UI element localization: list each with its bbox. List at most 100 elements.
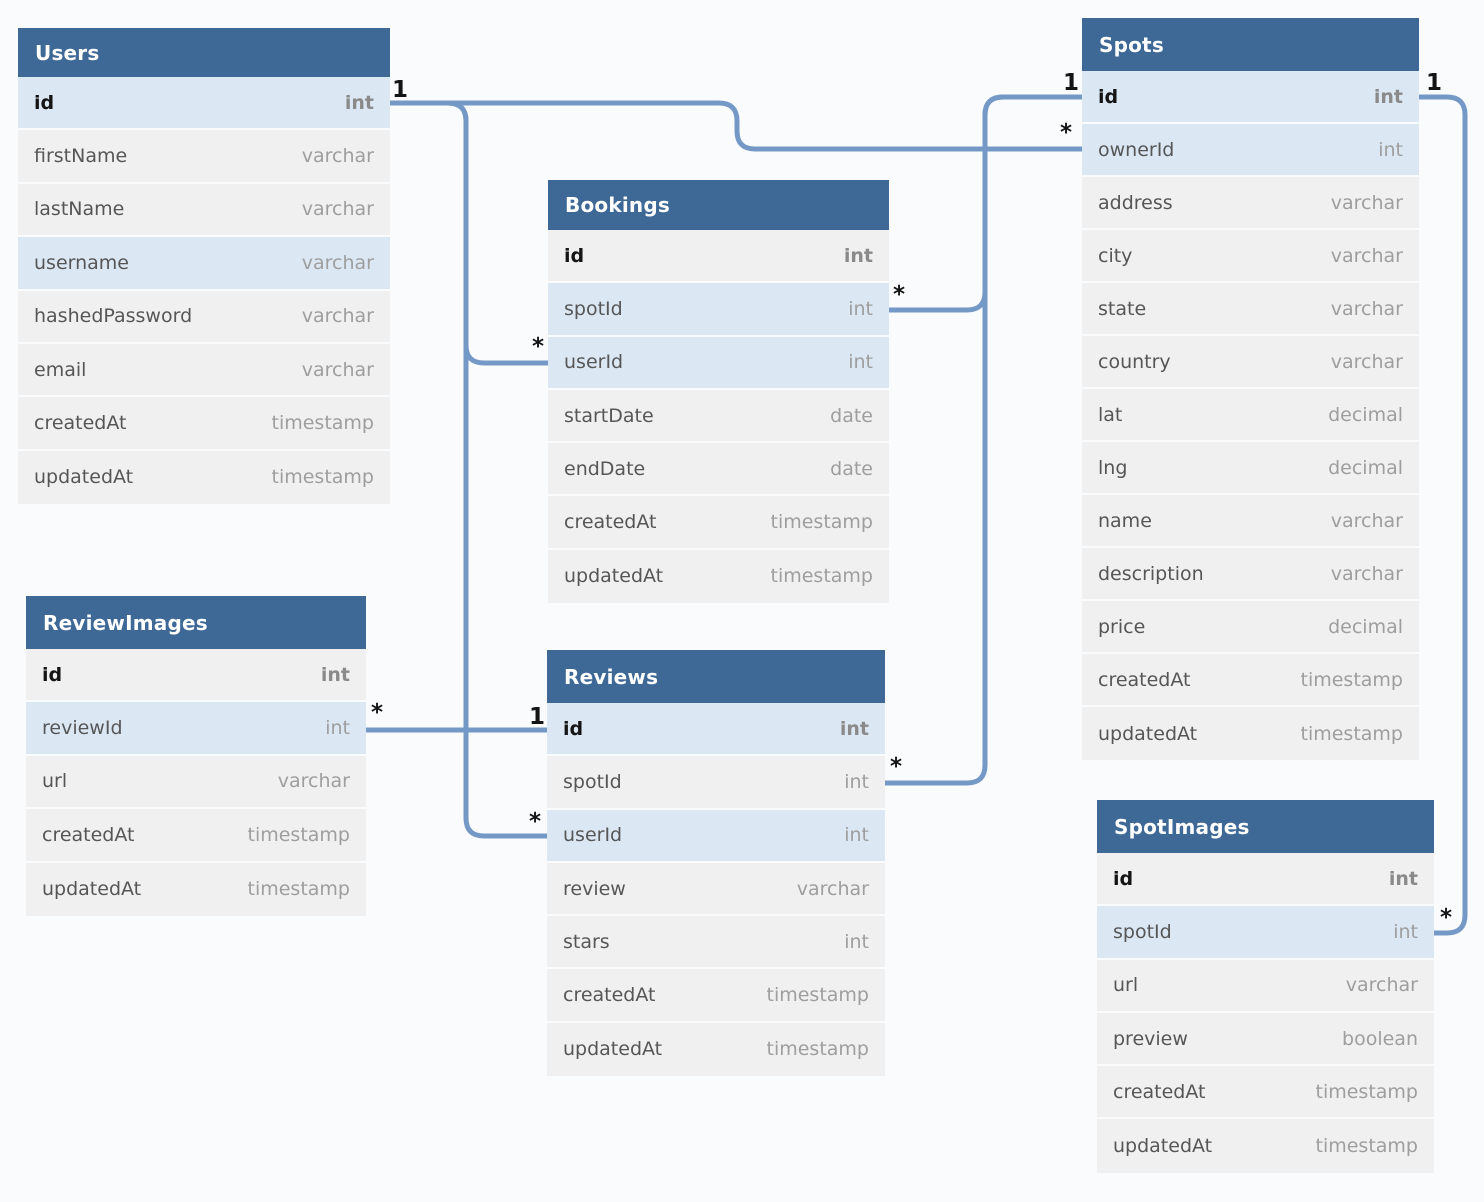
column-type: timestamp xyxy=(770,511,874,534)
cardinality-label-one: 1 xyxy=(1426,70,1443,96)
column-type: int xyxy=(1388,867,1418,890)
column-type: timestamp xyxy=(247,823,351,846)
table-title-reviewimages: ReviewImages xyxy=(26,596,366,649)
column-row-reviewimages-createdat: createdAt timestamp xyxy=(26,809,366,863)
column-type: timestamp xyxy=(1315,1080,1419,1103)
column-type: int xyxy=(844,770,869,793)
column-type: int xyxy=(320,663,350,686)
column-name: updatedAt xyxy=(34,466,134,489)
column-type: decimal xyxy=(1328,456,1403,479)
column-name: id xyxy=(564,244,585,267)
relationship-line-users-id-to-reviews-userid[interactable] xyxy=(390,100,547,839)
column-type: varchar xyxy=(1330,562,1403,585)
column-name: firstName xyxy=(34,145,128,168)
column-name: lng xyxy=(1098,456,1128,479)
column-type: varchar xyxy=(301,305,374,328)
column-row-spotimages-createdat: createdAt timestamp xyxy=(1097,1066,1434,1120)
column-type: timestamp xyxy=(1315,1135,1419,1158)
column-name: spotId xyxy=(1113,920,1172,943)
table-title-spots: Spots xyxy=(1082,18,1419,71)
column-type: int xyxy=(344,91,374,114)
column-type: varchar xyxy=(301,251,374,274)
relationship-line-users-id-to-bookings-userid[interactable] xyxy=(390,100,548,366)
column-type: varchar xyxy=(796,877,869,900)
cardinality-label-one: 1 xyxy=(1063,70,1080,96)
column-name: hashedPassword xyxy=(34,305,193,328)
relationship-line-reviews-spotid-to-spots-id[interactable] xyxy=(885,94,1082,786)
column-name: startDate xyxy=(564,404,654,427)
column-row-spots-updatedat: updatedAt timestamp xyxy=(1082,707,1419,760)
column-row-spots-ownerid: ownerId int xyxy=(1082,124,1419,177)
column-row-spotimages-id: id int xyxy=(1097,853,1434,907)
column-type: timestamp xyxy=(766,1038,870,1061)
relationship-line-spots-id-to-spotimages-spotid[interactable] xyxy=(1419,94,1468,936)
table-title-users: Users xyxy=(18,28,390,77)
column-name: spotId xyxy=(563,770,622,793)
column-name: createdAt xyxy=(42,823,135,846)
column-type: int xyxy=(848,351,873,374)
column-name: state xyxy=(1098,297,1147,320)
relationship-line-users-id-to-spots-ownerid[interactable] xyxy=(390,100,1082,152)
table-title-bookings: Bookings xyxy=(548,180,889,230)
column-row-users-lastname: lastName varchar xyxy=(18,183,390,238)
column-type: timestamp xyxy=(766,984,870,1007)
column-name: id xyxy=(1113,867,1134,890)
cardinality-label-many: * xyxy=(1060,120,1073,146)
column-name: updatedAt xyxy=(1098,722,1198,745)
column-type: decimal xyxy=(1328,403,1403,426)
column-name: updatedAt xyxy=(42,878,142,901)
column-type: int xyxy=(1378,138,1403,161)
cardinality-label-one: 1 xyxy=(392,77,409,103)
column-name: updatedAt xyxy=(1113,1135,1213,1158)
column-type: timestamp xyxy=(271,412,375,435)
column-name: city xyxy=(1098,244,1133,267)
column-type: date xyxy=(830,404,873,427)
column-name: createdAt xyxy=(1113,1080,1206,1103)
column-type: varchar xyxy=(301,358,374,381)
column-type: varchar xyxy=(301,198,374,221)
column-type: int xyxy=(839,717,869,740)
column-row-users-hashedpassword: hashedPassword varchar xyxy=(18,290,390,344)
column-type: varchar xyxy=(1330,244,1403,267)
cardinality-label-many: * xyxy=(532,334,545,360)
column-name: id xyxy=(563,717,584,740)
column-type: int xyxy=(844,930,869,953)
column-name: preview xyxy=(1113,1027,1188,1050)
column-type: varchar xyxy=(1330,509,1403,532)
column-name: country xyxy=(1098,350,1171,373)
column-name: ownerId xyxy=(1098,138,1175,161)
column-name: lastName xyxy=(34,198,125,221)
column-name: url xyxy=(42,770,68,793)
column-row-bookings-startdate: startDate date xyxy=(548,389,889,444)
column-row-spots-description: description varchar xyxy=(1082,548,1419,601)
column-type: boolean xyxy=(1342,1027,1418,1050)
column-name: description xyxy=(1098,562,1204,585)
column-type: varchar xyxy=(1330,191,1403,214)
column-type: int xyxy=(844,824,869,847)
column-type: timestamp xyxy=(1300,722,1404,745)
